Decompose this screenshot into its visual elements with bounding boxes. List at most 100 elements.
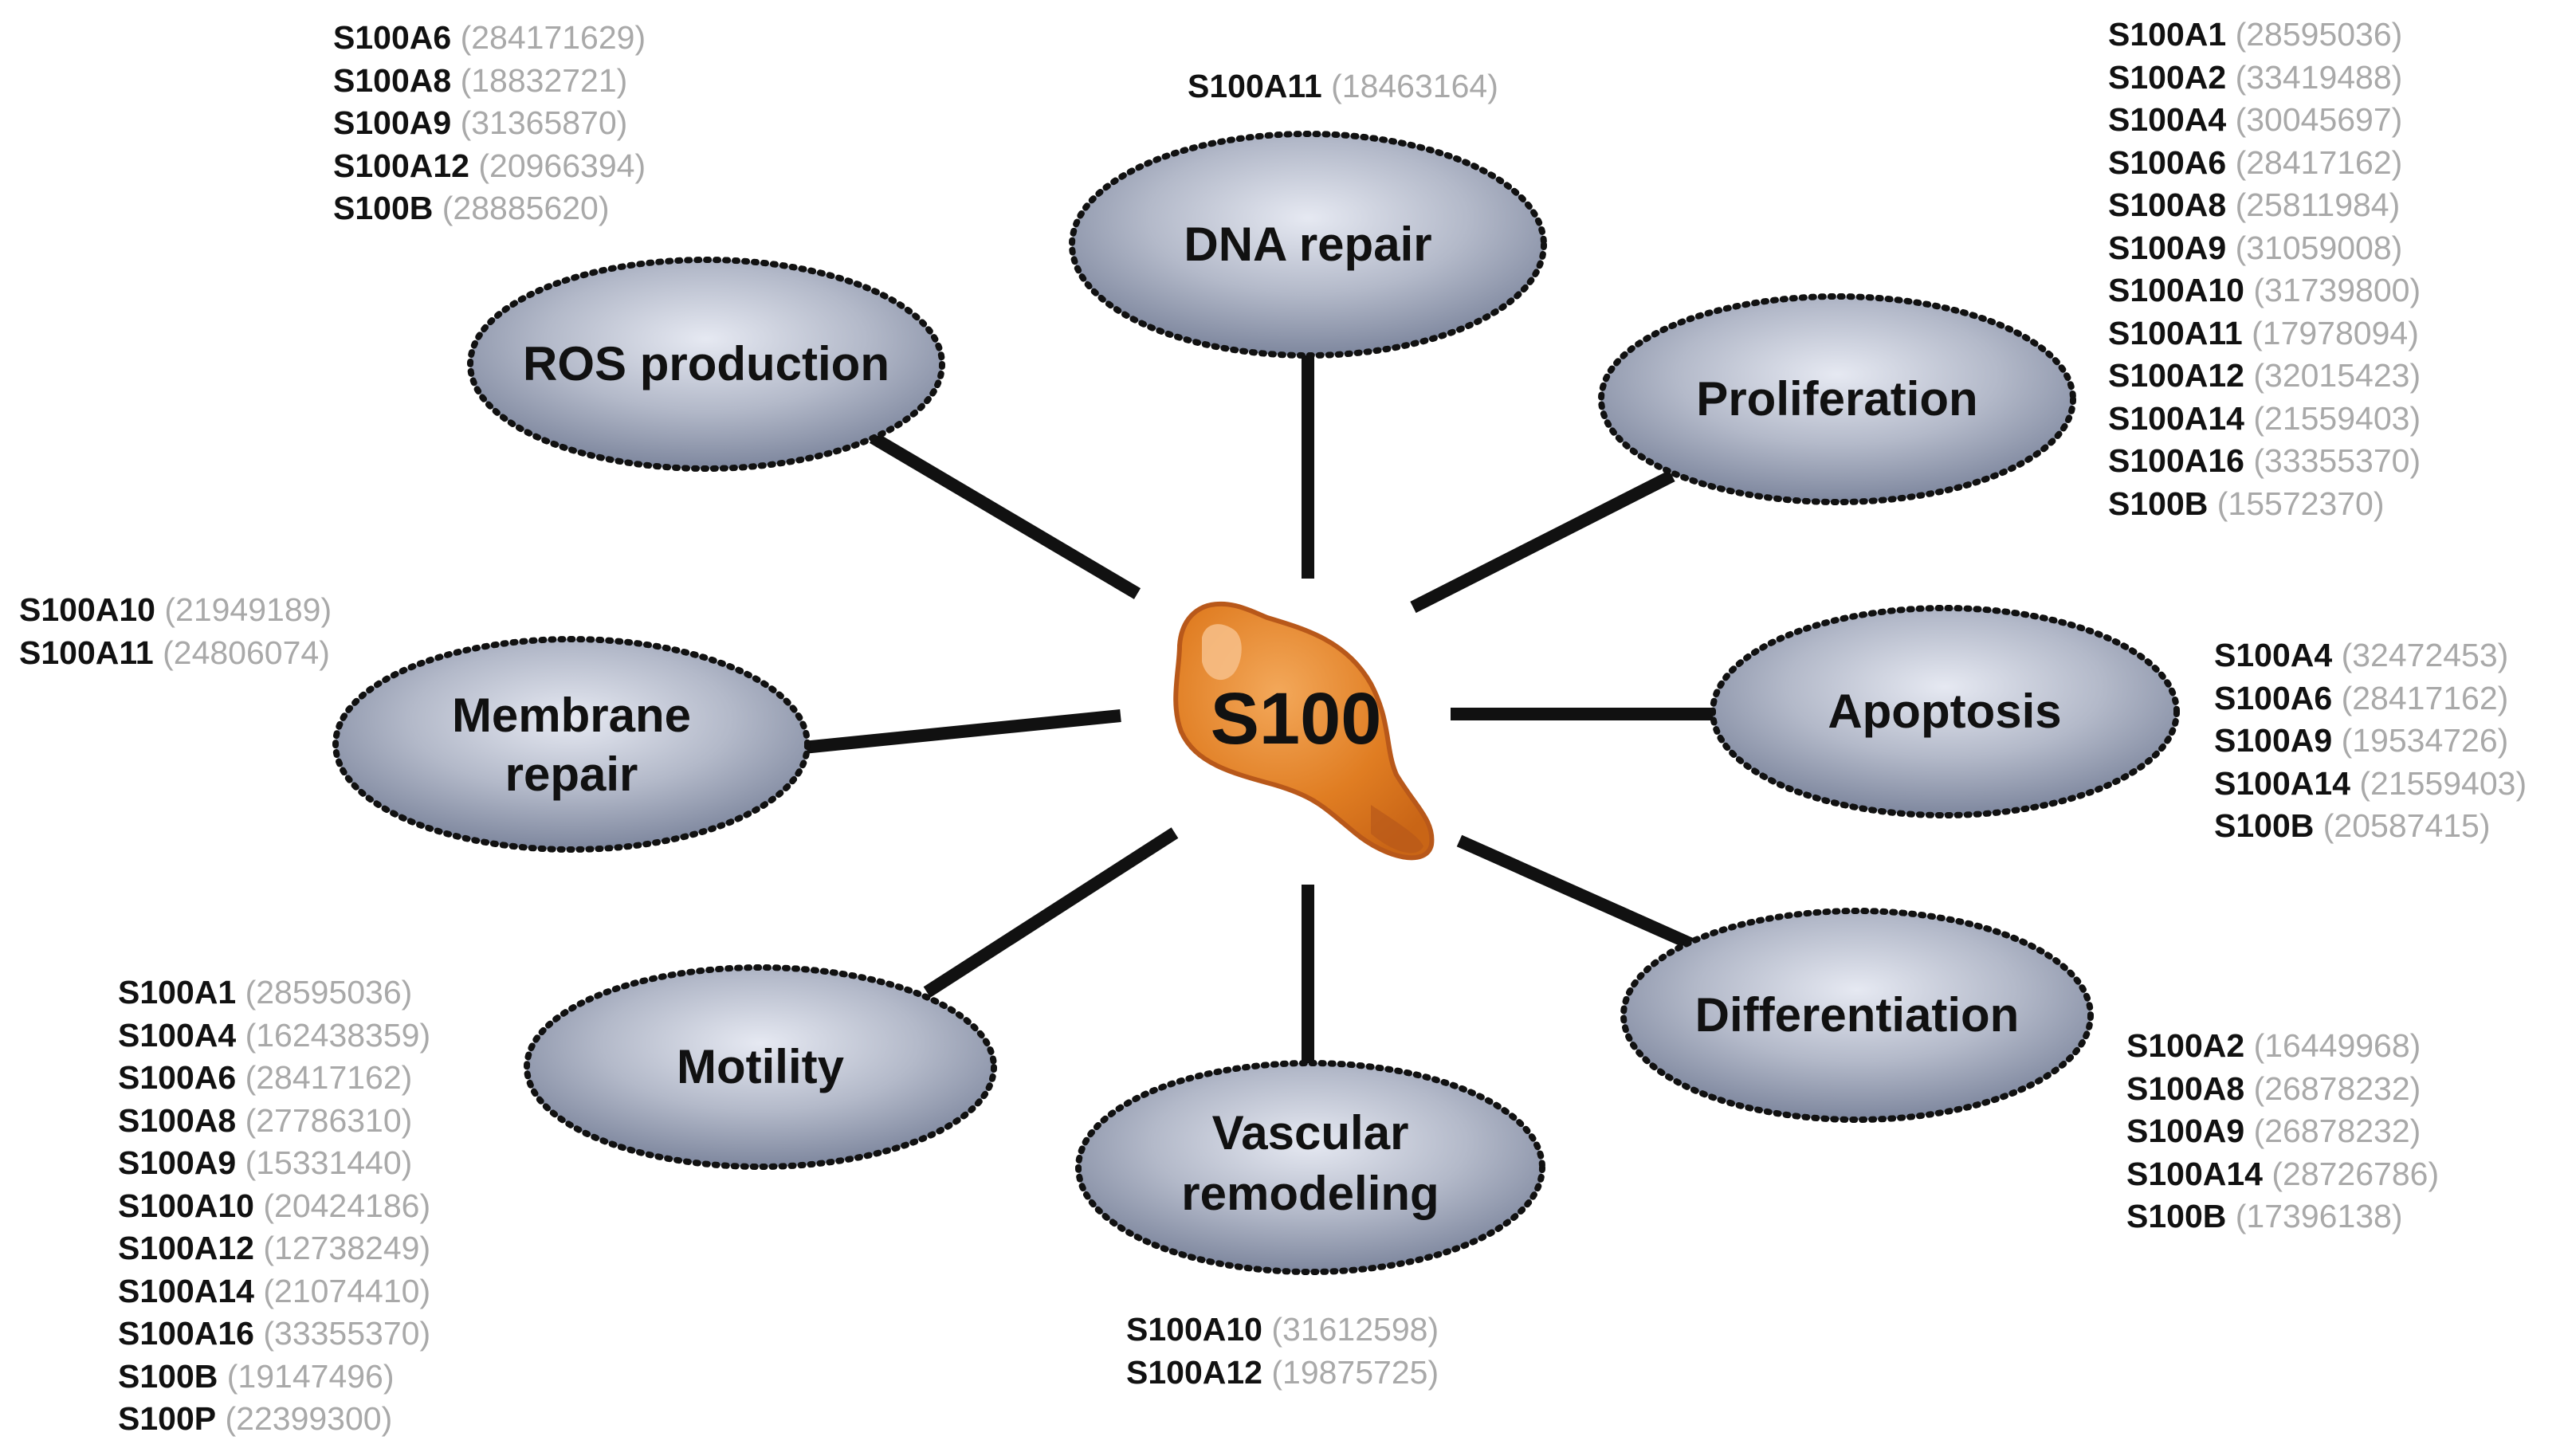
- reference-id: (15331440): [245, 1144, 413, 1181]
- reference-id: (21074410): [263, 1272, 431, 1309]
- reference-id: (26878232): [2253, 1069, 2421, 1107]
- reference-id: (28417162): [2235, 143, 2403, 181]
- reference-id: (17396138): [2235, 1198, 2403, 1234]
- gene-entry: S100A8 (27786310): [118, 1100, 430, 1143]
- gene-entry: S100A14 (21559403): [2108, 398, 2421, 441]
- connector-ros-production: [869, 432, 1141, 599]
- reference-id: (19875725): [1271, 1353, 1439, 1391]
- gene-entry: S100A12 (32015423): [2108, 355, 2421, 398]
- gene-name: S100A10: [19, 591, 155, 628]
- reference-id: (26878232): [2253, 1113, 2421, 1149]
- gene-name: S100A4: [2214, 637, 2333, 673]
- reference-id: (16449968): [2253, 1027, 2421, 1064]
- reference-id: (30045697): [2235, 101, 2403, 138]
- gene-entry: S100A10 (31612598): [1126, 1309, 1439, 1352]
- reference-id: (33355370): [2253, 442, 2421, 479]
- gene-entry: S100A4 (30045697): [2108, 99, 2421, 142]
- reference-id: (12738249): [263, 1230, 431, 1266]
- gene-entry: S100A14 (28726786): [2126, 1153, 2439, 1196]
- gene-name: S100P: [118, 1400, 217, 1437]
- node-label: Apoptosis: [1828, 685, 2061, 738]
- connector-motility: [923, 827, 1179, 998]
- gene-entry: S100A10 (21949189): [19, 589, 332, 632]
- gene-name: S100A9: [2126, 1113, 2245, 1149]
- gene-name: S100A9: [2214, 722, 2333, 759]
- node-label: Differentiation: [1695, 988, 2020, 1042]
- gene-entry: S100A8 (26878232): [2126, 1068, 2439, 1111]
- reference-id: (22399300): [225, 1400, 393, 1437]
- reference-id: (31739800): [2253, 272, 2421, 308]
- gene-entry: S100A1 (28595036): [2108, 14, 2421, 57]
- node-label: Membrane: [452, 689, 691, 742]
- gene-list-motility: S100A1 (28595036)S100A4 (162438359)S100A…: [118, 971, 430, 1441]
- connector-lines: [803, 355, 1717, 1072]
- gene-list-proliferation: S100A1 (28595036)S100A2 (33419488)S100A4…: [2108, 14, 2421, 525]
- node-label: Proliferation: [1696, 372, 1977, 426]
- gene-name: S100A6: [118, 1059, 237, 1096]
- gene-entry: S100A12 (19875725): [1126, 1352, 1439, 1395]
- reference-id: (18832721): [460, 61, 628, 99]
- gene-name: S100A4: [2108, 101, 2227, 138]
- node-motility: Motility: [524, 964, 997, 1170]
- reference-id: (162438359): [245, 1016, 431, 1054]
- gene-list-dna-repair: S100A11 (18463164): [1188, 65, 1498, 108]
- reference-id: (28595036): [2235, 16, 2403, 53]
- gene-entry: S100A6 (28417162): [2214, 677, 2527, 720]
- reference-id: (32015423): [2253, 357, 2421, 394]
- connector-membrane-repair: [803, 709, 1121, 754]
- gene-name: S100A6: [2214, 679, 2333, 716]
- reference-id: (15572370): [2217, 485, 2385, 522]
- reference-id: (21949189): [164, 591, 332, 628]
- gene-entry: S100A9 (19534726): [2214, 720, 2527, 763]
- node-label: remodeling: [1181, 1167, 1439, 1220]
- gene-name: S100A12: [118, 1230, 254, 1266]
- reference-id: (19534726): [2341, 722, 2509, 759]
- reference-id: (20966394): [478, 147, 646, 184]
- gene-name: S100A12: [2108, 357, 2244, 394]
- gene-entry: S100A8 (25811984): [2108, 184, 2421, 227]
- gene-entry: S100A6 (28417162): [2108, 142, 2421, 185]
- reference-id: (27786310): [245, 1101, 413, 1139]
- reference-id: (31059008): [2235, 229, 2403, 266]
- gene-list-differentiation: S100A2 (16449968)S100A8 (26878232)S100A9…: [2126, 1025, 2439, 1238]
- gene-entry: S100A12 (20966394): [333, 145, 646, 188]
- gene-name: S100B: [2108, 485, 2209, 522]
- reference-id: (21559403): [2253, 399, 2421, 437]
- gene-name: S100A8: [2108, 186, 2227, 223]
- protein-blob-shape: [1173, 601, 1435, 861]
- reference-id: (28885620): [442, 190, 610, 226]
- gene-entry: S100A2 (33419488): [2108, 57, 2421, 100]
- gene-list-membrane-repair: S100A10 (21949189)S100A11 (24806074): [19, 589, 332, 674]
- gene-entry: S100A4 (162438359): [118, 1014, 430, 1058]
- gene-name: S100A4: [118, 1016, 237, 1054]
- gene-name: S100A14: [2214, 764, 2350, 802]
- gene-name: S100A16: [118, 1315, 254, 1352]
- node-label: DNA repair: [1184, 218, 1431, 271]
- node-ros-production: ROS production: [467, 257, 945, 472]
- gene-name: S100A16: [2108, 442, 2244, 479]
- reference-id: (25811984): [2235, 186, 2401, 223]
- gene-entry: S100A8 (18832721): [333, 60, 646, 103]
- gene-name: S100A10: [1126, 1311, 1262, 1348]
- gene-name: S100A14: [118, 1272, 254, 1309]
- gene-name: S100A11: [2108, 314, 2243, 351]
- connector-differentiation: [1456, 834, 1697, 952]
- gene-name: S100A6: [333, 19, 452, 56]
- reference-id: (33355370): [263, 1315, 431, 1352]
- gene-name: S100A14: [2126, 1155, 2263, 1192]
- gene-name: S100B: [2214, 807, 2315, 844]
- gene-entry: S100A10 (20424186): [118, 1185, 430, 1228]
- gene-entry: S100B (19147496): [118, 1356, 430, 1399]
- gene-name: S100A11: [1188, 68, 1322, 104]
- gene-name: S100A8: [333, 61, 452, 99]
- gene-list-ros-production: S100A6 (284171629)S100A8 (18832721)S100A…: [333, 17, 646, 230]
- gene-name: S100A8: [118, 1101, 237, 1139]
- reference-id: (21559403): [2359, 764, 2527, 802]
- gene-entry: S100A1 (28595036): [118, 971, 430, 1014]
- gene-name: S100A8: [2126, 1069, 2245, 1107]
- node-label: Vascular: [1212, 1106, 1409, 1160]
- gene-name: S100A12: [1126, 1353, 1262, 1391]
- reference-id: (18463164): [1331, 68, 1498, 104]
- gene-name: S100A9: [333, 104, 452, 141]
